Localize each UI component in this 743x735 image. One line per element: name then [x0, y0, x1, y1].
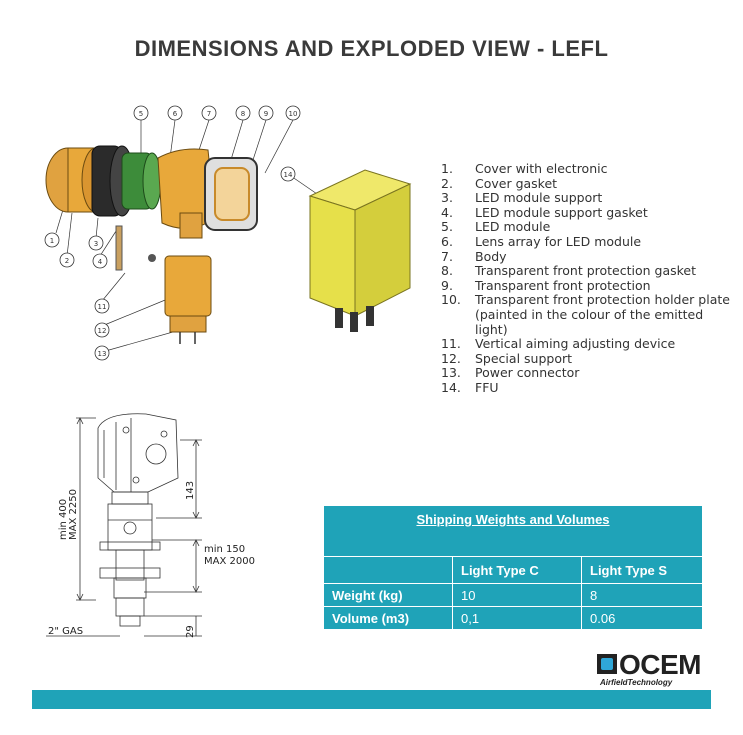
footer-bar: [32, 690, 711, 709]
svg-text:13: 13: [98, 350, 107, 358]
svg-text:10: 10: [289, 110, 298, 118]
logo-mark-icon: [597, 654, 617, 674]
dim-column-line1: min 150: [204, 544, 245, 555]
cell-type-s: 8: [581, 583, 703, 607]
cell-type-s: 0.06: [581, 606, 703, 630]
dim-gas-label: 2" GAS: [48, 626, 83, 637]
svg-text:9: 9: [264, 110, 268, 118]
logo-tagline: AirfieldTechnology: [600, 678, 673, 687]
table-corner: [323, 556, 453, 584]
table-row: Weight (kg) 10 8: [323, 583, 703, 607]
svg-text:12: 12: [98, 327, 107, 335]
table-row: Volume (m3) 0,1 0.06: [323, 606, 703, 630]
cell-type-c: 0,1: [452, 606, 582, 630]
table-title: Shipping Weights and Volumes: [323, 505, 703, 557]
list-item: 6.Lens array for LED module: [441, 233, 642, 249]
svg-text:8: 8: [241, 110, 245, 118]
dim-head-height: 143: [185, 481, 196, 500]
parts-list: 1.Cover with electronic 2.Cover gasket 3…: [441, 161, 731, 396]
list-item: 2.Cover gasket: [441, 175, 558, 191]
list-item: 9.Transparent front protection: [441, 277, 651, 293]
list-item: 4.LED module support gasket: [441, 204, 648, 220]
page-title: DIMENSIONS AND EXPLODED VIEW - LEFL: [134, 36, 609, 61]
svg-text:1: 1: [50, 237, 54, 245]
svg-text:6: 6: [173, 110, 178, 118]
ocem-logo: OCEM AirfieldTechnology: [597, 649, 715, 691]
svg-text:14: 14: [284, 171, 293, 179]
list-item: 12.Special support: [441, 350, 573, 366]
svg-text:7: 7: [207, 110, 211, 118]
exploded-view-illustration: 5 6 7 8 9 10 14 1 2 3 4 11 12 13: [44, 105, 412, 361]
dim-total-line2: MAX 2250: [68, 489, 79, 540]
list-item: 3.LED module support: [441, 190, 603, 206]
svg-text:3: 3: [94, 240, 98, 248]
svg-text:11: 11: [98, 303, 107, 311]
row-label: Weight (kg): [323, 583, 453, 607]
row-label: Volume (m3): [323, 606, 453, 630]
dim-column-line2: MAX 2000: [204, 556, 255, 567]
dim-total-line1: min 400: [58, 499, 69, 540]
dim-base-height: 29: [185, 625, 196, 638]
logo-name: OCEM: [619, 649, 702, 680]
list-item: 5.LED module: [441, 219, 551, 235]
table-header-col2: Light Type S: [581, 556, 703, 584]
list-item: 8.Transparent front protection gasket: [441, 263, 697, 279]
cell-type-c: 10: [452, 583, 582, 607]
list-item: 1.Cover with electronic: [441, 161, 608, 176]
list-item: 7.Body: [441, 248, 507, 264]
list-item: 11.Vertical aiming adjusting device: [441, 336, 676, 352]
list-item: 13.Power connector: [441, 365, 580, 381]
shipping-table: Shipping Weights and Volumes Light Type …: [323, 505, 703, 630]
table-header-col1: Light Type C: [452, 556, 582, 584]
list-item: 14.FFU: [441, 379, 499, 395]
list-item: 10.Transparent front protection holder p…: [441, 292, 730, 337]
dimension-drawing: min 400 MAX 2250 143 min 150 MAX 2000 29…: [46, 413, 255, 638]
svg-text:5: 5: [139, 110, 143, 118]
svg-text:2: 2: [65, 257, 69, 265]
svg-text:4: 4: [98, 258, 103, 266]
